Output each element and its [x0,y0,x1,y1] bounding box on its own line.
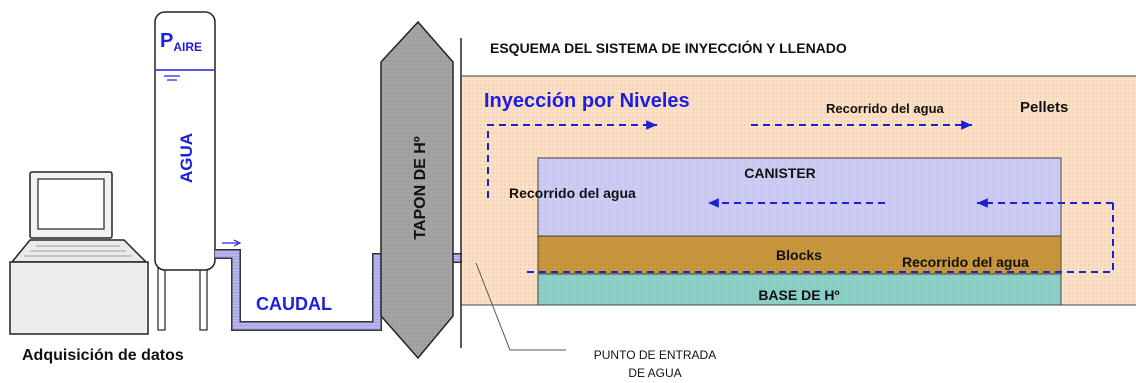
pellets-label: Pellets [1020,99,1068,116]
entry-point-label-line2: DE AGUA [628,366,681,380]
concrete-plug [380,20,454,360]
water-path-label-middle: Recorrido del agua [509,185,636,201]
bentonite-blocks [537,235,1062,275]
water-path-label-top: Recorrido del agua [826,101,945,116]
injection-mode-label: Inyección por Niveles [484,90,690,112]
canister-label: CANISTER [744,165,816,181]
plug-label: TAPON DE Hº [412,136,429,239]
water-path [487,120,1114,273]
entry-point-leader [475,262,566,351]
data-acquisition-label: Adquisición de datos [22,347,184,364]
air-pressure-symbol: PAIRE [160,30,202,54]
diagram-title: ESQUEMA DEL SISTEMA DE INYECCIÓN Y LLENA… [490,39,847,56]
base-label: BASE DE Hº [758,287,839,303]
tank-content-label: AGUA [177,133,196,183]
water-level-icon [164,75,180,81]
concrete-base [537,273,1062,306]
flow-label: CAUDAL [256,294,332,314]
flow-direction-icon [222,239,242,247]
blocks-label: Blocks [776,247,822,263]
water-path-label-bottom: Recorrido del agua [902,254,1029,270]
canister [537,157,1062,237]
entry-point-label-line1: PUNTO DE ENTRADA [594,348,716,362]
computer-icon [9,171,149,335]
